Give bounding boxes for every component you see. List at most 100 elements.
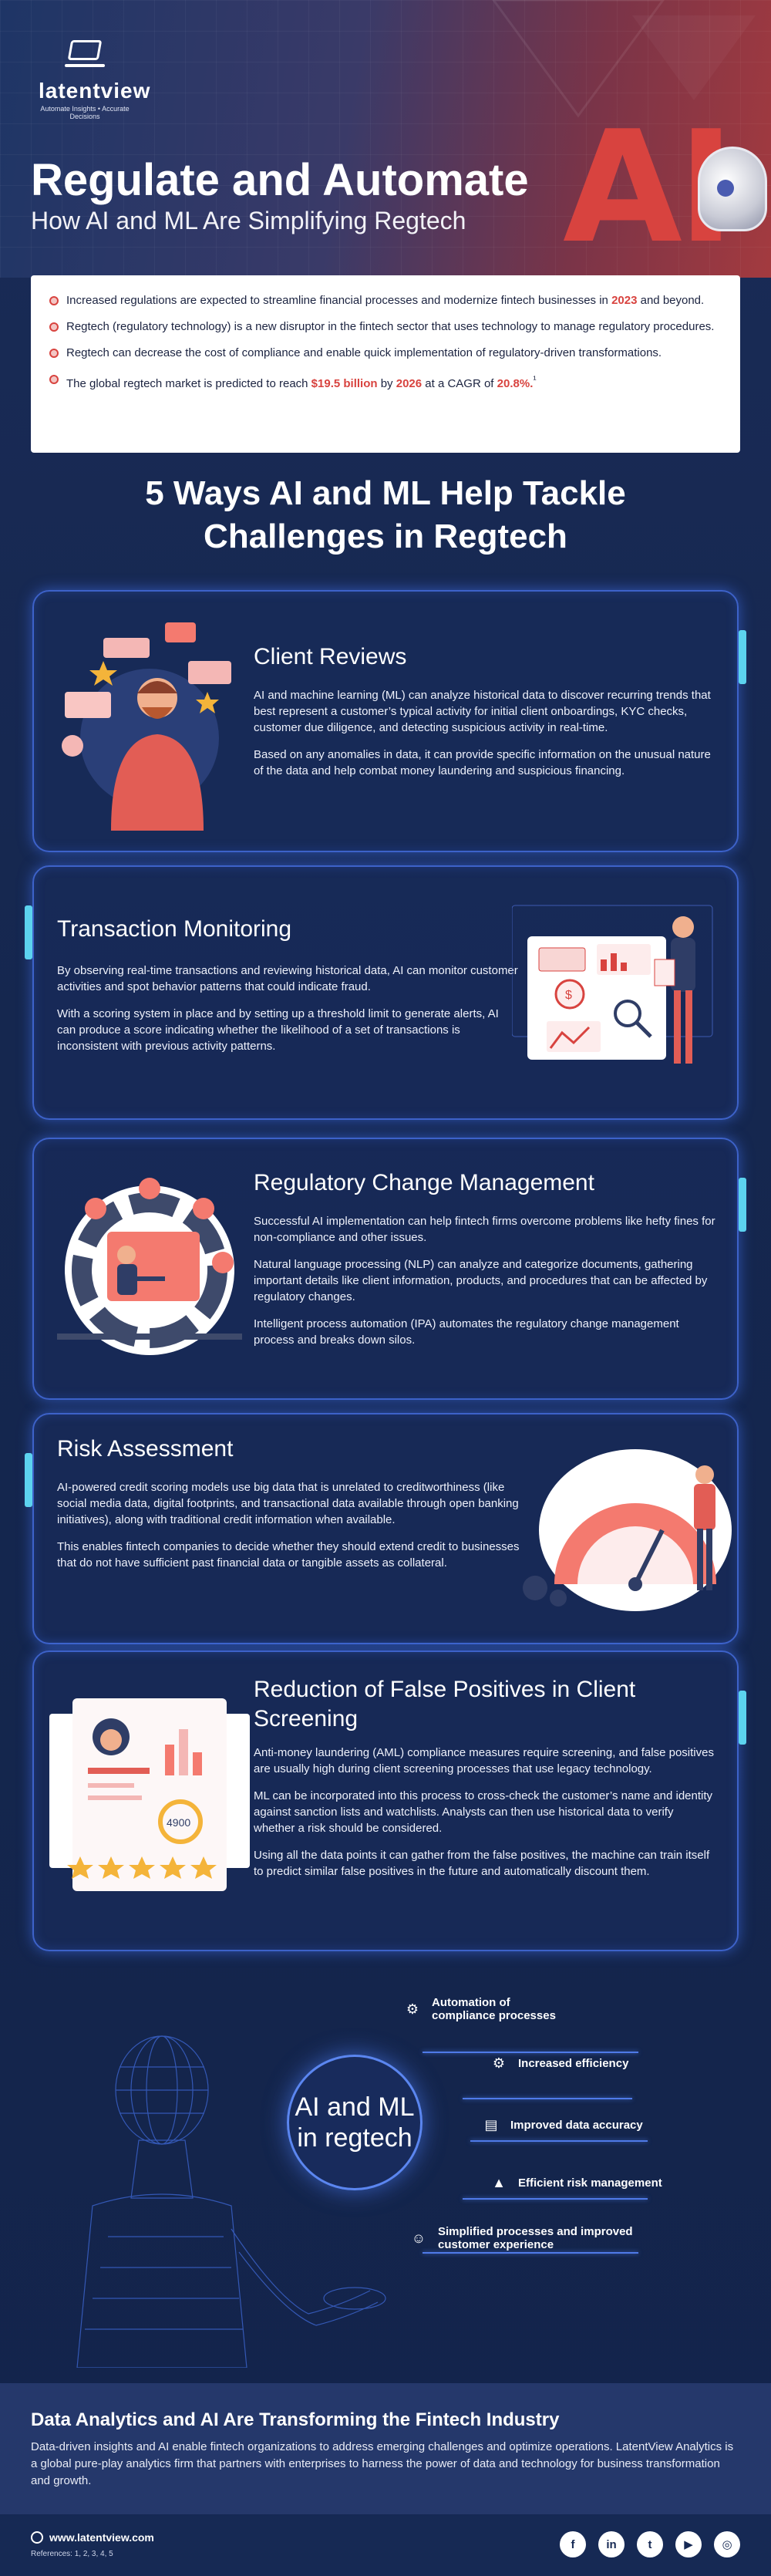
card-body: AI and machine learning (ML) can analyze… (254, 687, 716, 790)
intro-fact-item: Regtech can decrease the cost of complia… (49, 345, 722, 362)
intro-fact-item: The global regtech market is predicted t… (49, 371, 722, 393)
hub-connector-line (423, 2252, 638, 2254)
hub-item-label: Automation of (432, 1996, 510, 2009)
regulatory-change-illustration (57, 1178, 242, 1355)
card-paragraph: By observing real-time transactions and … (57, 964, 518, 993)
hero-subtitle: How AI and ML Are Simplifying Regtech (31, 207, 466, 234)
card-title: Regulatory Change Management (254, 1170, 594, 1195)
fact-text: at a CAGR of (422, 377, 497, 390)
fact-text: Regtech (regulatory technology) is a new… (66, 320, 715, 333)
outro-text: Data-driven insights and AI enable finte… (31, 2440, 734, 2487)
intro-facts-box: Increased regulations are expected to st… (31, 275, 740, 453)
social-links: f in t ▶ ◎ (560, 2531, 740, 2557)
bullet-circle-icon (49, 375, 59, 384)
card-paragraph: Using all the data points it can gather … (254, 1849, 710, 1878)
card-paragraph: Anti-money laundering (AML) compliance m… (254, 1746, 714, 1775)
gears-icon: ⚙ (406, 2001, 419, 2017)
brand-logo[interactable]: latentview Automate Insights • Accurate … (39, 40, 151, 120)
card-body: Anti-money laundering (AML) compliance m… (254, 1745, 716, 1890)
card-paragraph: This enables fintech companies to decide… (57, 1540, 520, 1570)
brand-name: latentview (39, 79, 151, 103)
card-accent-bar (25, 1453, 32, 1507)
fact-text: Regtech can decrease the cost of complia… (66, 346, 662, 359)
linkedin-icon[interactable]: in (598, 2531, 625, 2557)
svg-text:$: $ (565, 989, 572, 1002)
hub-item-label: Simplified processes and improved (438, 2225, 633, 2238)
card-accent-bar (739, 1691, 746, 1745)
youtube-icon[interactable]: ▶ (675, 2531, 702, 2557)
card-paragraph: ML can be incorporated into this process… (254, 1789, 713, 1835)
intro-fact-item: Regtech (regulatory technology) is a new… (49, 319, 722, 335)
hub-item-automation: ⚙ Automation of compliance processes (401, 1996, 556, 2022)
wireframe-robot-illustration (76, 2035, 386, 2368)
instagram-icon[interactable]: ◎ (714, 2531, 740, 2557)
hub-item-efficiency: ⚙ Increased efficiency (487, 2052, 629, 2075)
card-paragraph: Natural language processing (NLP) can an… (254, 1258, 708, 1303)
outro-title: Data Analytics and AI Are Transforming t… (31, 2409, 560, 2430)
hub-item-label: Improved data accuracy (510, 2118, 643, 2132)
header-grid-decoration (0, 0, 771, 278)
card-paragraph: Successful AI implementation can help fi… (254, 1215, 715, 1244)
website-url[interactable]: www.latentview.com (49, 2531, 154, 2544)
hub-connector-line (470, 2140, 648, 2142)
bullet-circle-icon (49, 349, 59, 358)
twitter-icon[interactable]: t (637, 2531, 663, 2557)
card-accent-bar (739, 630, 746, 684)
hub-item-simplified: ☺ Simplified processes and improved cust… (407, 2225, 633, 2251)
risk-gauge-illustration (523, 1449, 732, 1611)
hero-header: latentview Automate Insights • Accurate … (0, 0, 771, 278)
fact-text: ¹ (533, 374, 537, 385)
hub-item-accuracy: ▤ Improved data accuracy (480, 2113, 643, 2136)
card-title: Transaction Monitoring (57, 916, 292, 942)
website-link[interactable]: www.latentview.com (31, 2531, 740, 2544)
section-title-line2: Challenges in Regtech (204, 518, 567, 555)
card-paragraph: With a scoring system in place and by se… (57, 1007, 499, 1053)
card-body: By observing real-time transactions and … (57, 963, 520, 1065)
ai-ml-benefits-hub: AI and ML in regtech ⚙ Automation of com… (0, 1974, 771, 2368)
hub-center-line1: AI and ML (295, 2092, 415, 2122)
outro-section: Data Analytics and AI Are Transforming t… (0, 2383, 771, 2514)
references[interactable]: References: 1, 2, 3, 4, 5 (31, 2550, 113, 2558)
hub-connector-line (423, 2052, 638, 2053)
fact-text: and beyond. (637, 294, 705, 307)
intro-facts-list: Increased regulations are expected to st… (49, 292, 722, 393)
highlight-figure: $19.5 billion (311, 377, 378, 390)
shield-icon: ▲ (492, 2174, 506, 2190)
card-false-positives: 4900 Reduction of False Positives in Cli… (32, 1650, 746, 1951)
ai-robot-graphic: AI (563, 111, 771, 270)
brand-tagline: Automate Insights • Accurate Decisions (40, 105, 130, 120)
facebook-icon[interactable]: f (560, 2531, 586, 2557)
hub-center-line2: in regtech (297, 2123, 412, 2153)
highlight-figure: 20.8%. (497, 377, 534, 390)
hub-center-circle: AI and ML in regtech (287, 2055, 423, 2190)
card-risk-assessment: Risk Assessment AI-powered credit scorin… (25, 1413, 739, 1644)
card-paragraph: Intelligent process automation (IPA) aut… (254, 1317, 679, 1347)
hub-connector-line (463, 2098, 632, 2099)
card-paragraph: AI and machine learning (ML) can analyze… (254, 689, 711, 734)
hub-connector-line (463, 2198, 648, 2200)
card-body: Successful AI implementation can help fi… (254, 1213, 716, 1359)
client-screening-illustration: 4900 (49, 1698, 250, 1891)
footer: www.latentview.com References: 1, 2, 3, … (0, 2514, 771, 2576)
hub-item-label: Increased efficiency (518, 2056, 629, 2070)
section-title-line1: 5 Ways AI and ML Help Tackle (145, 474, 626, 512)
hub-item-label: Efficient risk management (518, 2176, 662, 2190)
fact-text: by (377, 377, 396, 390)
section-title: 5 Ways AI and ML Help Tackle Challenges … (0, 472, 771, 558)
intro-fact-item: Increased regulations are expected to st… (49, 292, 722, 309)
card-paragraph: Based on any anomalies in data, it can p… (254, 748, 711, 777)
card-paragraph: AI-powered credit scoring models use big… (57, 1481, 519, 1526)
transaction-monitoring-illustration: $ (512, 905, 713, 1064)
card-body: AI-powered credit scoring models use big… (57, 1479, 520, 1582)
fact-text: Increased regulations are expected to st… (66, 294, 612, 307)
logo-cube-icon (62, 40, 108, 74)
hub-item-label: customer experience (438, 2238, 554, 2251)
header-triangle-decoration (492, 0, 756, 118)
card-regulatory-change-management: Regulatory Change Management Successful … (32, 1138, 746, 1400)
robot-head-icon (698, 147, 767, 231)
bullet-circle-icon (49, 322, 59, 332)
highlight-figure: 2023 (611, 294, 638, 307)
hero-title: Regulate and Automate (31, 155, 529, 205)
bullet-circle-icon (49, 296, 59, 305)
globe-icon (31, 2531, 43, 2544)
